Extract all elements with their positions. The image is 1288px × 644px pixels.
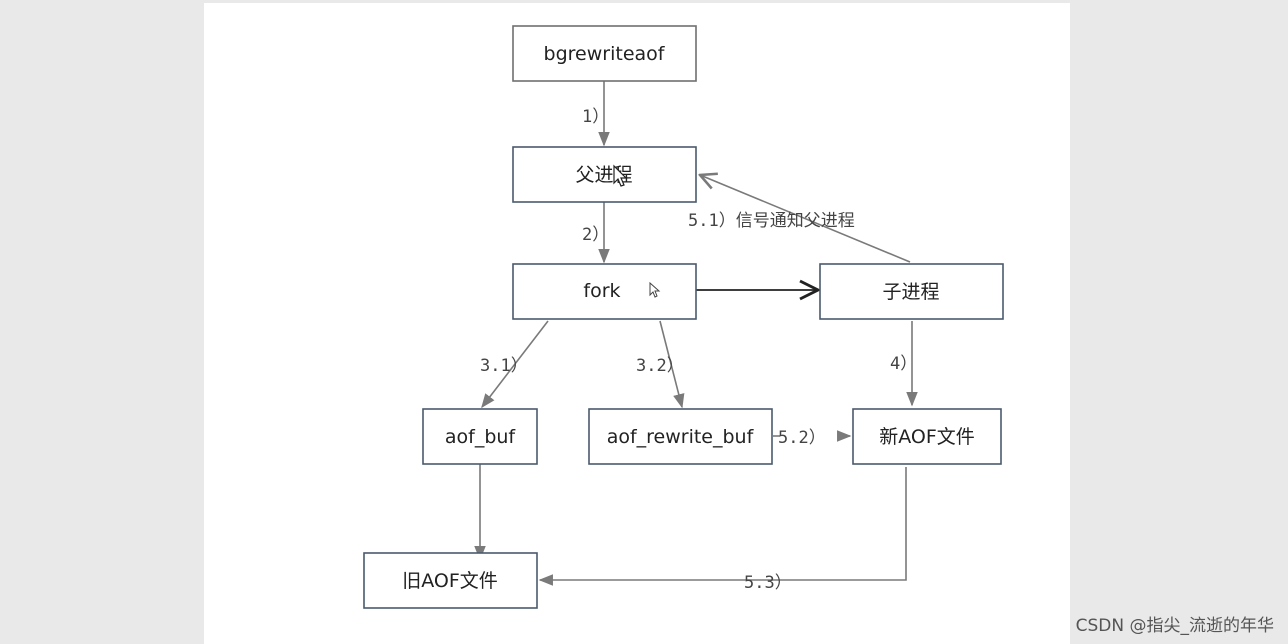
node-aof-rewrite-buf-label: aof_rewrite_buf	[607, 426, 755, 448]
edge-label-5-2: 5.2）	[778, 428, 826, 448]
node-fork: fork	[512, 263, 697, 320]
node-aof-rewrite-buf: aof_rewrite_buf	[588, 408, 773, 465]
node-fork-label: fork	[583, 280, 620, 302]
cursor-small-icon	[649, 281, 661, 298]
edge-fork-aof-buf	[481, 320, 549, 409]
node-bgrewriteaof: bgrewriteaof	[512, 25, 697, 82]
node-old-aof-file-label: 旧AOF文件	[402, 570, 498, 592]
edge-label-5-1: 5.1）信号通知父进程	[688, 211, 855, 231]
edge-label-1: 1）	[582, 107, 609, 127]
edge-fork-rewrite-buf	[659, 320, 685, 409]
flow-diagram: 1） 2） 5.1）信号通知父进程 3.1） 3.2） 4） 5.2） 5.3）…	[363, 25, 1004, 609]
node-parent-process-label: 父进程	[575, 164, 632, 186]
edge-label-3-2: 3.2）	[636, 356, 684, 376]
edge-label-2: 2）	[582, 225, 609, 245]
edge-label-3-1: 3.1）	[480, 356, 528, 376]
node-child-process: 子进程	[819, 263, 1004, 320]
watermark: CSDN @指尖_流逝的年华	[1075, 616, 1274, 636]
node-parent-process: 父进程	[512, 146, 697, 203]
diagram-canvas: 1） 2） 5.1）信号通知父进程 3.1） 3.2） 4） 5.2） 5.3）…	[204, 3, 1070, 644]
node-aof-buf-label: aof_buf	[445, 426, 517, 448]
node-new-aof-file: 新AOF文件	[852, 408, 1002, 465]
edge-label-5-3: 5.3）	[744, 573, 792, 593]
edge-child-parent	[700, 175, 911, 263]
node-child-process-label: 子进程	[882, 281, 939, 303]
cursor-icon	[613, 164, 628, 187]
node-new-aof-file-label: 新AOF文件	[879, 426, 975, 448]
edge-label-4: 4）	[890, 354, 917, 374]
node-bgrewriteaof-label: bgrewriteaof	[544, 43, 666, 65]
node-aof-buf: aof_buf	[422, 408, 538, 465]
node-old-aof-file: 旧AOF文件	[363, 552, 538, 609]
edge-new-aof-old-aof	[538, 467, 907, 586]
